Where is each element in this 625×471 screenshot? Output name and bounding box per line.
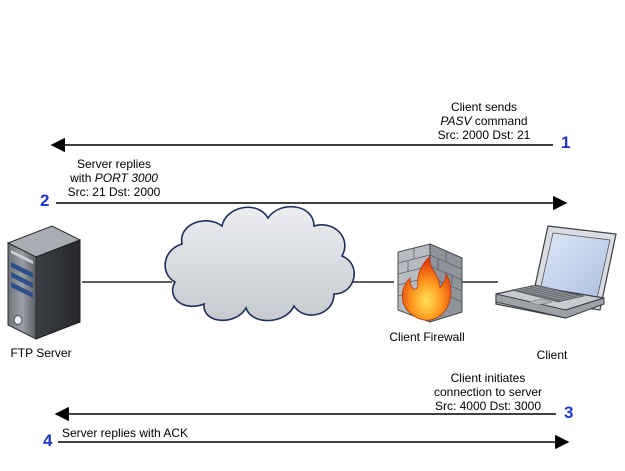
ftp-server-label: FTP Server [10,346,71,360]
internet-cloud [164,205,355,322]
message-3-step-number: 3 [564,403,573,422]
message-1-command-text: command [472,114,528,128]
message-4-line-1: Server replies with ACK [62,426,188,440]
server-icon [6,225,82,340]
client-firewall: Client Firewall [389,243,465,344]
message-2-line-3: Src: 21 Dst: 2000 [68,185,161,199]
message-1-line-3: Src: 2000 Dst: 21 [438,128,531,142]
message-1: Client sends PASV command Src: 2000 Dst:… [50,100,570,153]
message-2-port-term: PORT 3000 [95,171,158,185]
message-3: Client initiates connection to server Sr… [54,371,573,422]
firewall-icon [397,243,463,323]
message-4: Server replies with ACK 4 [43,426,570,450]
message-1-step-number: 1 [561,133,570,152]
message-4-step-number: 4 [43,431,53,450]
client-label: Client [537,348,568,362]
message-1-line-1: Client sends [451,100,517,114]
message-2-line-1: Server replies [77,157,151,171]
client: Client [495,225,617,362]
client-firewall-label: Client Firewall [389,330,464,344]
message-1-line-2: PASV command [440,114,527,128]
message-2-step-number: 2 [40,191,49,210]
message-1-pasv-term: PASV [440,114,472,128]
message-3-line-3: Src: 4000 Dst: 3000 [435,399,541,413]
message-2-with-text: with [69,171,95,185]
cloud-icon [164,205,355,322]
message-3-line-2: connection to server [434,385,542,399]
message-2-line-2: with PORT 3000 [69,171,158,185]
message-2: Server replies with PORT 3000 Src: 21 Ds… [40,157,568,211]
message-3-line-1: Client initiates [451,371,526,385]
ftp-server: FTP Server [6,225,82,360]
laptop-icon [495,225,617,319]
